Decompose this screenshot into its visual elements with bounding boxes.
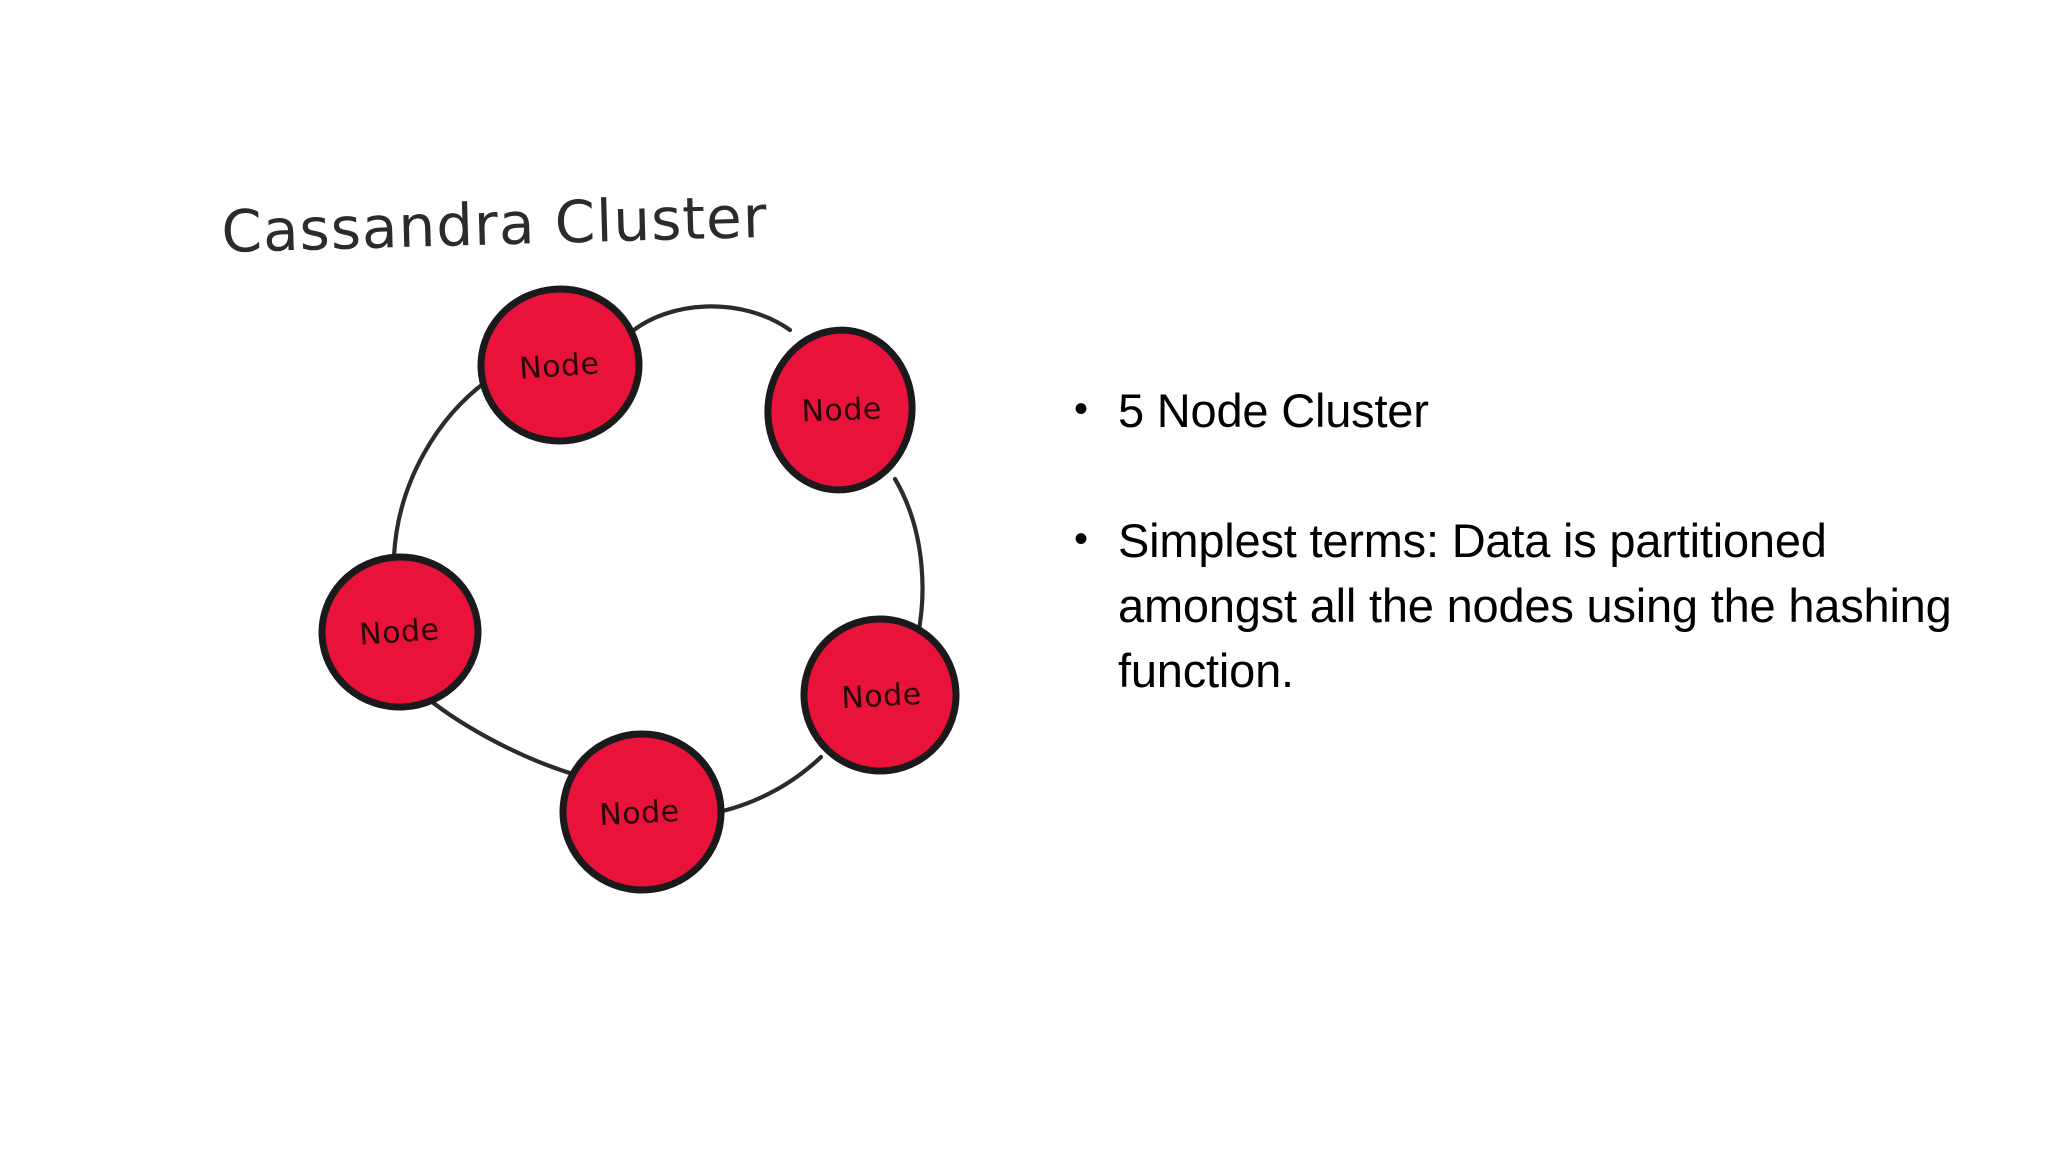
bullet-marker-icon: • [1074,517,1089,561]
node-circle[interactable] [794,609,966,781]
bullet-text: Simplest terms: Data is partitioned amon… [1118,514,1952,697]
diagram-title: Cassandra Cluster [220,183,768,266]
cluster-nodes: Node Node Node Node Node [318,284,966,896]
cluster-node[interactable]: Node [794,609,966,781]
bullet-text: 5 Node Cluster [1118,384,1429,437]
bullet-text-panel: • 5 Node Cluster • Simplest terms: Data … [1060,0,2020,1152]
node-label: Node [598,794,680,833]
node-circle[interactable] [557,727,728,896]
bullet-marker-icon: • [1074,387,1089,431]
cassandra-cluster-diagram: Cassandra Cluster Node [0,0,1020,1152]
cluster-node[interactable]: Node [760,323,920,497]
bullet-item: • Simplest terms: Data is partitioned am… [1060,508,1970,703]
node-circle[interactable] [760,323,920,497]
ring-arc-segment [417,689,579,778]
bullet-item: • 5 Node Cluster [1060,378,1970,443]
ring-arc-segment [626,304,793,337]
node-circle[interactable] [476,284,644,447]
diagram-svg: Cassandra Cluster Node [220,183,966,896]
cluster-node[interactable]: Node [557,727,728,896]
node-label: Node [840,677,922,716]
node-label: Node [358,612,441,653]
cluster-node[interactable]: Node [476,284,644,447]
ring-arc-segment [391,375,494,559]
node-circle[interactable] [318,553,482,711]
node-label: Node [518,346,601,387]
node-label: Node [801,392,882,430]
cluster-node[interactable]: Node [318,553,482,711]
